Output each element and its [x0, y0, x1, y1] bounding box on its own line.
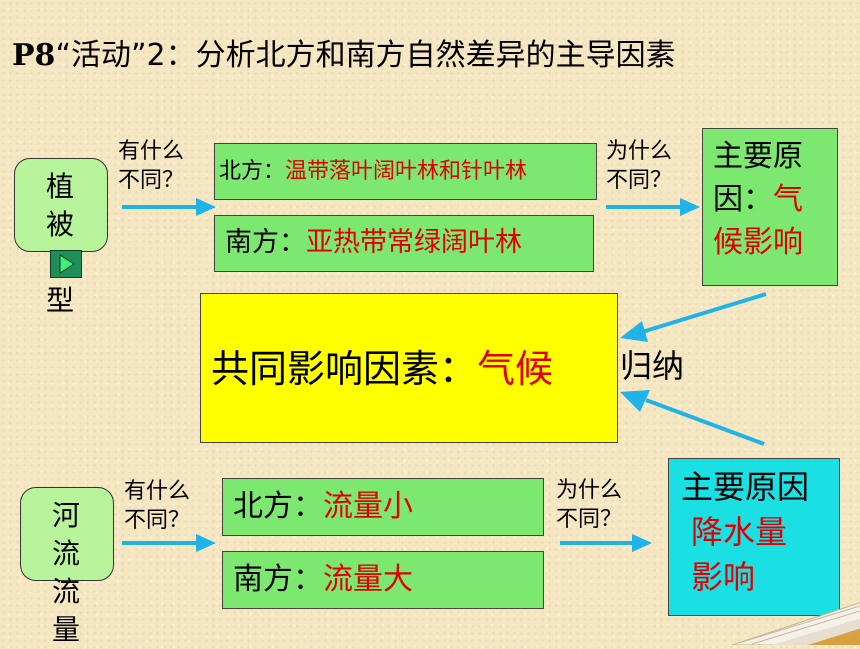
page-title: P8“活动”2：分析北方和南方自然差异的主导因素 [12, 30, 676, 74]
vegetation-north-box: 北方：温带落叶阔叶林和针叶林 [214, 143, 597, 200]
vegetation-label-char-1: 植 [45, 170, 74, 203]
vegetation-label-box [14, 158, 108, 252]
vegetation-south-box: 南方：亚热带常绿阔叶林 [214, 215, 594, 272]
river-question-1: 有什么 不同？ [124, 477, 190, 535]
arrow-icon [620, 390, 765, 446]
vegetation-question-1-line-2: 不同？ [118, 168, 185, 193]
river-north-box: 北方：流量小 [222, 478, 544, 536]
river-question-2-line-1: 为什么 [556, 478, 623, 503]
title-prefix: P8 [12, 38, 56, 73]
river-reason-box: 主要原因 降水量 影响 [668, 458, 840, 616]
vegetation-north-value: 温带落叶阔叶林和针叶林 [285, 159, 528, 184]
vegetation-reason-value-b: 候影响 [713, 225, 803, 260]
river-south-value: 流量大 [323, 562, 413, 597]
book-decoration-icon [731, 602, 860, 645]
title-rest: ：分析北方和南方自然差异的主导因素 [165, 38, 676, 73]
arrow-icon [606, 198, 700, 216]
vegetation-south-value: 亚热带常绿阔叶林 [306, 227, 522, 258]
vegetation-question-2-line-1: 为什么 [606, 139, 673, 164]
river-north-label: 北方： [233, 489, 323, 524]
vegetation-question-1-line-1: 有什么 [118, 139, 185, 164]
river-south-box: 南方：流量大 [222, 551, 544, 609]
play-button-icon[interactable] [50, 250, 82, 278]
vegetation-question-2-line-2: 不同？ [606, 168, 673, 193]
vegetation-question-2: 为什么 不同？ [606, 137, 672, 195]
river-label-box [20, 487, 114, 581]
river-reason-value-a: 降水量 [691, 513, 788, 551]
arrow-icon [620, 292, 767, 342]
title-activity: “活动”2 [55, 38, 166, 73]
arrow-icon [122, 198, 216, 216]
common-factor-label: 共同影响因素： [211, 347, 478, 391]
vegetation-reason-line-2: 因：气 [713, 178, 837, 221]
vegetation-reason-value-a: 气 [773, 182, 803, 217]
vegetation-south-label: 南方： [225, 227, 306, 258]
river-label-char-2: 流 [51, 537, 80, 570]
river-reason-label: 主要原因 [681, 468, 810, 506]
arrow-icon [122, 534, 216, 552]
vegetation-reason-label-end: 因： [713, 182, 773, 217]
common-factor-value: 气候 [477, 347, 554, 391]
vegetation-reason-line-1: 主要原 [713, 139, 803, 174]
summary-label: 归纳 [620, 347, 685, 385]
river-label-char-1: 河 [51, 499, 80, 532]
vegetation-question-1: 有什么 不同？ [118, 137, 184, 195]
vegetation-north-label: 北方： [219, 159, 286, 184]
river-label: 河 流 流 量 [46, 497, 86, 649]
vegetation-label-char-4: 型 [45, 284, 74, 317]
river-south-label: 南方： [233, 562, 323, 597]
river-label-char-4: 量 [51, 613, 80, 646]
vegetation-label-char-2: 被 [45, 208, 74, 241]
common-factor-box: 共同影响因素：气候 [200, 293, 618, 443]
river-question-1-line-1: 有什么 [124, 479, 191, 504]
river-north-value: 流量小 [323, 489, 413, 524]
river-question-2: 为什么 不同？ [556, 476, 622, 534]
river-label-char-3: 流 [51, 575, 80, 608]
vegetation-label: 植 被 类 型 [40, 168, 80, 320]
river-question-2-line-2: 不同？ [556, 507, 623, 532]
river-question-1-line-2: 不同？ [124, 508, 191, 533]
arrow-icon [560, 534, 652, 552]
river-reason-value-b: 影响 [691, 558, 756, 596]
vegetation-reason-box: 主要原 因：气 候影响 [702, 128, 838, 286]
